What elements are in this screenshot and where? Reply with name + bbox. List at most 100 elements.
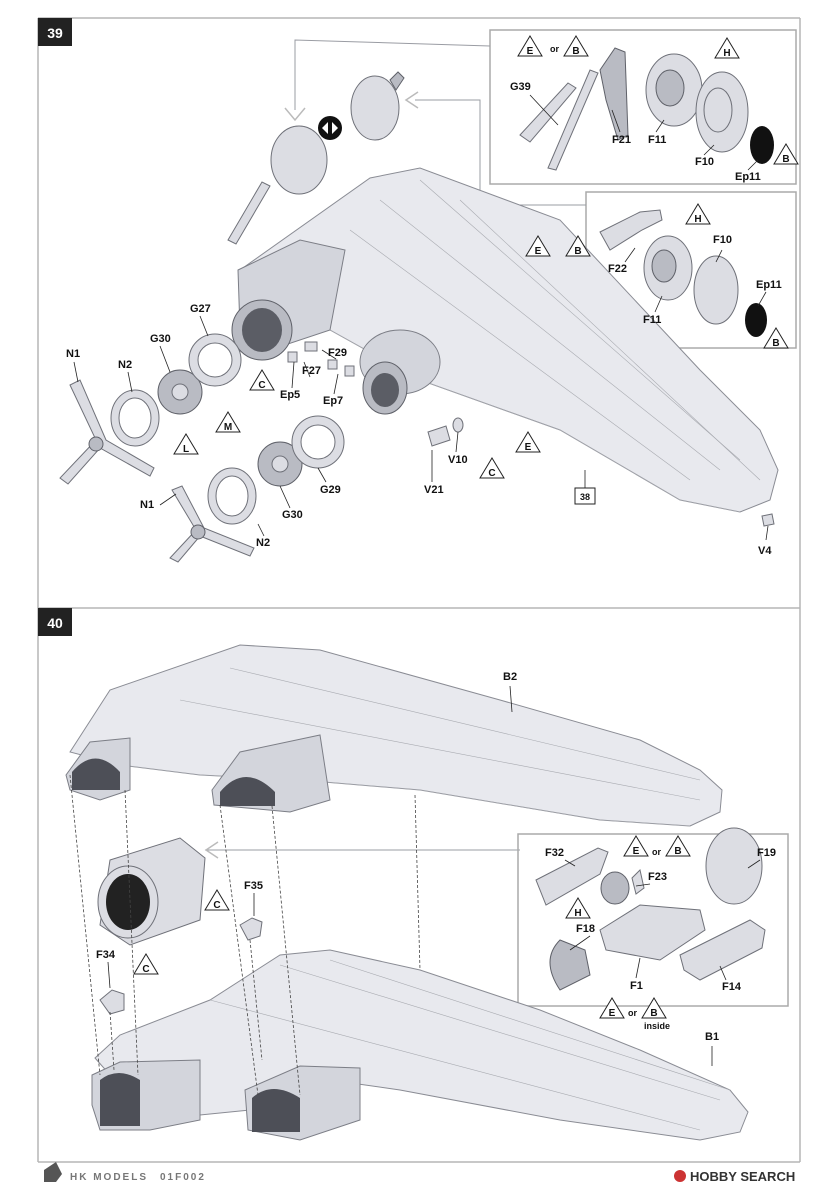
part-label: F11 bbox=[648, 134, 666, 146]
step-40-leaders bbox=[107, 685, 761, 1066]
part-label: F27 bbox=[302, 365, 321, 377]
svg-text:H: H bbox=[694, 214, 701, 225]
main-wheel-assembly bbox=[227, 71, 405, 245]
marker-triangle: E bbox=[517, 35, 543, 57]
footer-code: 01F002 bbox=[160, 1172, 206, 1183]
watermark: HOBBY SEARCH bbox=[690, 1169, 795, 1184]
part-label: F23 bbox=[648, 871, 667, 883]
svg-text:E: E bbox=[609, 1008, 616, 1019]
marker-triangle: B bbox=[665, 835, 691, 857]
part-label: F19 bbox=[757, 847, 776, 859]
lower-wing-b1 bbox=[91, 949, 749, 1141]
part-label: G29 bbox=[320, 484, 341, 496]
inside-text: inside bbox=[644, 1021, 670, 1031]
svg-text:B: B bbox=[782, 154, 789, 165]
step-40-badge bbox=[38, 608, 72, 636]
svg-text:C: C bbox=[142, 964, 149, 975]
part-label: F10 bbox=[713, 234, 732, 246]
step-40-markers: E or B H C C E or B inside bbox=[133, 835, 691, 1031]
marker-triangle: E bbox=[599, 997, 625, 1019]
part-label: G30 bbox=[282, 509, 303, 521]
part-label: N1 bbox=[66, 348, 80, 360]
or-text: or bbox=[550, 44, 559, 54]
part-label: V10 bbox=[448, 454, 468, 466]
svg-text:C: C bbox=[258, 380, 265, 391]
or-text: or bbox=[652, 847, 661, 857]
part-label: F22 bbox=[608, 263, 627, 275]
marker-triangle: H bbox=[714, 37, 740, 59]
marker-triangle: C bbox=[249, 369, 275, 391]
part-label: F29 bbox=[328, 347, 347, 359]
part-label: F10 bbox=[695, 156, 714, 168]
alignment-lines-40 bbox=[69, 774, 421, 1096]
marker-triangle: B bbox=[563, 35, 589, 57]
part-label: N2 bbox=[118, 359, 132, 371]
part-label: Ep7 bbox=[323, 395, 343, 407]
step-39-markers: E or B H B E B H B C M L C E 38 bbox=[173, 35, 799, 505]
step-40-number: 40 bbox=[47, 615, 63, 631]
step-40-panel: 40 bbox=[37, 608, 801, 1163]
part-label: V4 bbox=[758, 545, 772, 557]
marker-triangle: C bbox=[204, 889, 230, 911]
svg-text:B: B bbox=[574, 246, 581, 257]
nacelle-inset bbox=[517, 827, 789, 1007]
engine-parts-upper bbox=[59, 333, 242, 485]
step-39-labels: G39 F21 F11 F10 Ep11 F22 F11 F10 Ep11 N1… bbox=[66, 81, 782, 557]
svg-text:E: E bbox=[633, 846, 640, 857]
svg-text:M: M bbox=[224, 422, 232, 433]
marker-triangle: B bbox=[773, 143, 799, 165]
marker-triangle: B bbox=[641, 997, 667, 1019]
svg-text:B: B bbox=[650, 1008, 657, 1019]
part-label: B2 bbox=[503, 671, 517, 683]
svg-text:C: C bbox=[213, 900, 220, 911]
marker-triangle: E bbox=[623, 835, 649, 857]
nacelle-front-part bbox=[97, 837, 520, 946]
ref-box-38: 38 bbox=[574, 487, 596, 505]
marker-triangle: C bbox=[133, 953, 159, 975]
svg-text:B: B bbox=[772, 338, 779, 349]
marker-triangle: L bbox=[173, 433, 199, 455]
marker-triangle: B bbox=[565, 235, 591, 257]
part-label: B1 bbox=[705, 1031, 719, 1043]
svg-text:H: H bbox=[723, 48, 730, 59]
small-parts-40 bbox=[99, 917, 263, 1015]
part-label: Ep5 bbox=[280, 389, 300, 401]
part-label: G39 bbox=[510, 81, 531, 93]
wing-step-39 bbox=[231, 167, 779, 527]
svg-text:38: 38 bbox=[580, 492, 590, 502]
part-label: G30 bbox=[150, 333, 171, 345]
part-label: Ep11 bbox=[735, 171, 761, 183]
wheel-inset-a bbox=[489, 29, 797, 185]
part-label: F11 bbox=[643, 314, 661, 326]
part-label: F35 bbox=[244, 880, 263, 892]
part-label: V21 bbox=[424, 484, 444, 496]
part-label: N1 bbox=[140, 499, 154, 511]
step-39-badge bbox=[38, 18, 72, 46]
upper-wing-b2 bbox=[65, 644, 723, 827]
footer: HK MODELS 01F002 HOBBY SEARCH bbox=[44, 1162, 795, 1184]
marker-triangle: E bbox=[515, 431, 541, 453]
svg-text:L: L bbox=[183, 444, 189, 455]
marker-triangle: M bbox=[215, 411, 241, 433]
hk-logo-icon bbox=[44, 1162, 62, 1182]
svg-text:E: E bbox=[525, 442, 532, 453]
part-label: F34 bbox=[96, 949, 116, 961]
step-39-leaders bbox=[73, 94, 769, 541]
part-label: G27 bbox=[190, 303, 211, 315]
part-label: F32 bbox=[545, 847, 564, 859]
marker-triangle: H bbox=[685, 203, 711, 225]
part-label: F14 bbox=[722, 981, 742, 993]
or-text: or bbox=[628, 1008, 637, 1018]
marker-triangle: E bbox=[525, 235, 551, 257]
svg-text:B: B bbox=[572, 46, 579, 57]
hobbysearch-logo-icon bbox=[674, 1170, 686, 1182]
step-39-panel: 39 bbox=[37, 17, 801, 609]
svg-text:C: C bbox=[488, 468, 495, 479]
footer-brand: HK MODELS bbox=[70, 1172, 148, 1183]
step-40-labels: B2 F32 F19 F23 F18 F1 F14 F35 F34 B1 bbox=[96, 671, 776, 1043]
marker-triangle: C bbox=[479, 457, 505, 479]
part-label: F21 bbox=[612, 134, 631, 146]
rotate-icon bbox=[318, 116, 342, 140]
svg-text:H: H bbox=[574, 908, 581, 919]
